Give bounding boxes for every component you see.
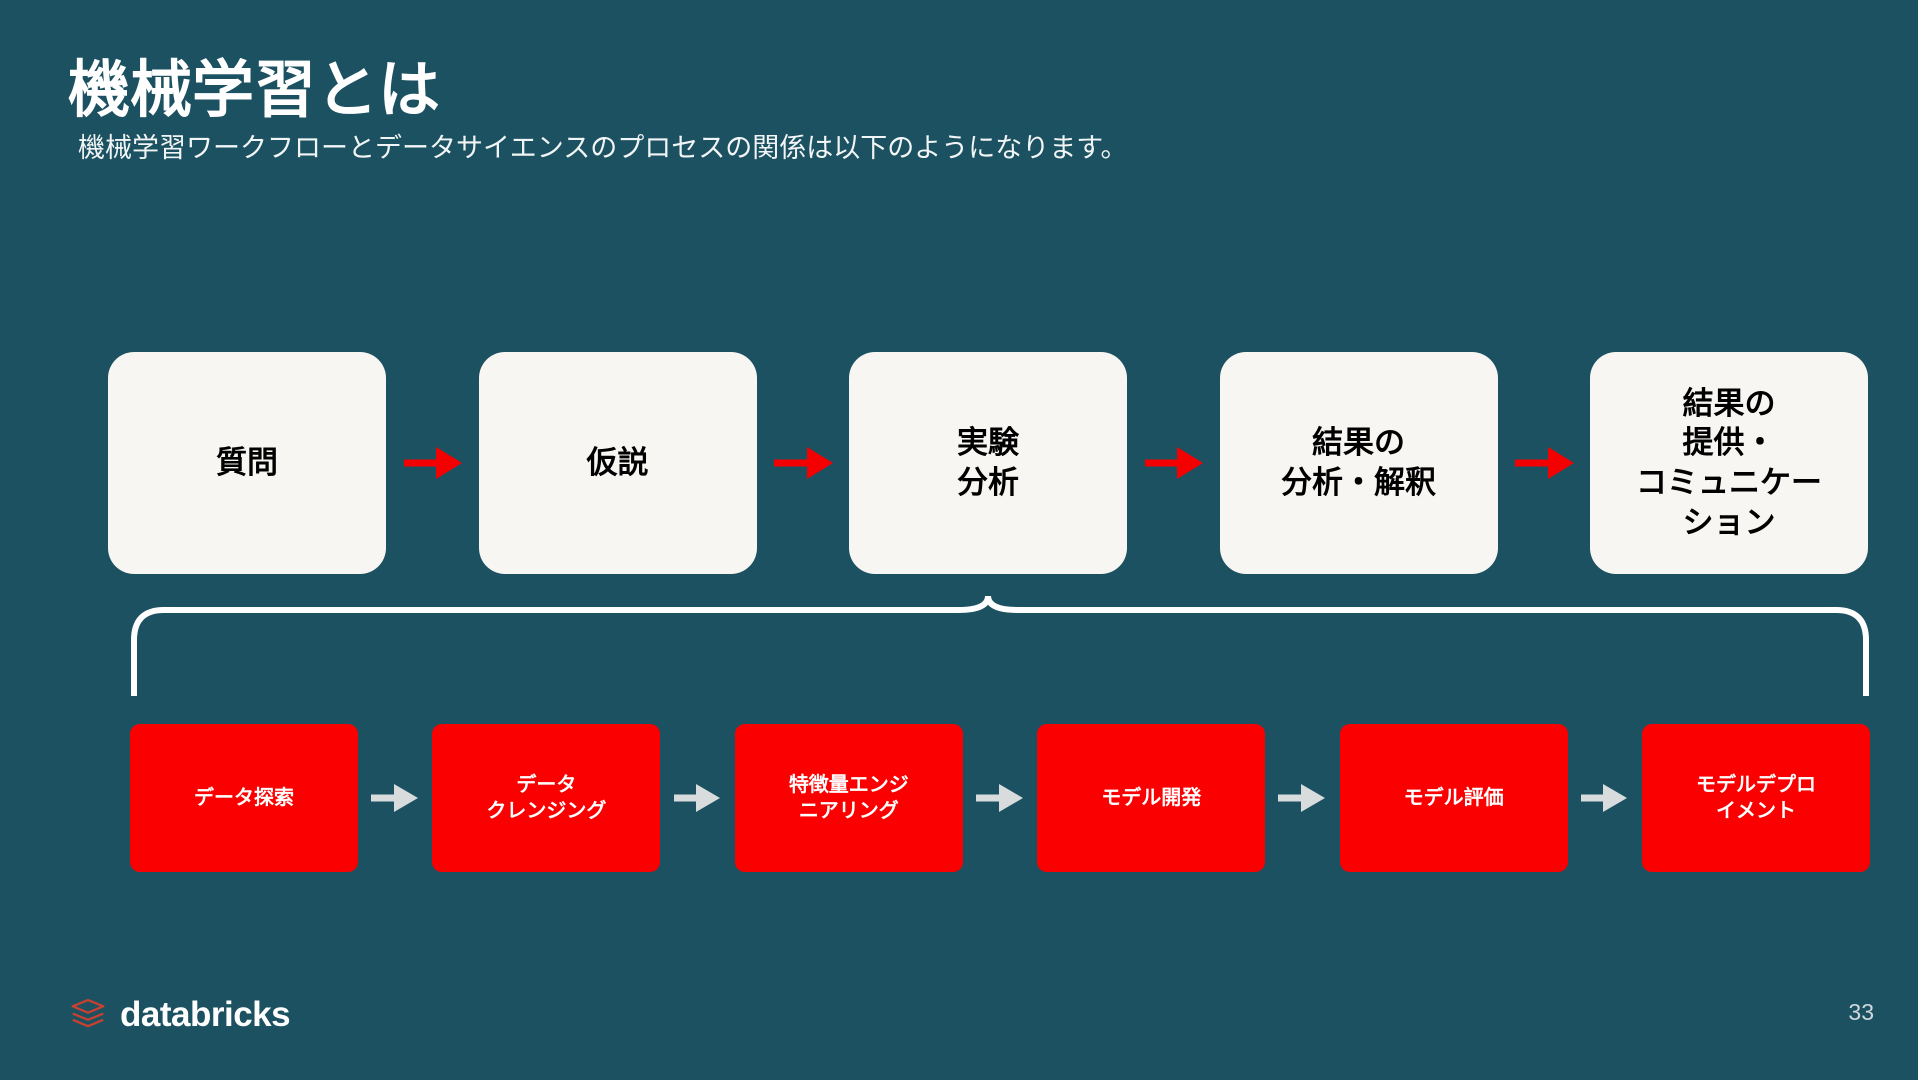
ml-node-label: データ クレンジング — [486, 773, 607, 822]
arrow-head — [1177, 447, 1204, 479]
process-node-result-interpretation[interactable]: 結果の 分析・解釈 — [1219, 352, 1498, 574]
ml-workflow-flow: データ探索 データ クレンジング 特徴量エンジ ニアリング モデル開発 モデル評… — [130, 722, 1871, 874]
curly-brace-icon — [130, 596, 1870, 696]
arrow-shaft — [1144, 459, 1193, 467]
arrow-shaft — [1278, 794, 1316, 802]
arrow-shaft — [976, 794, 1013, 802]
arrow-right-icon — [1129, 447, 1218, 479]
process-node-label: 質問 — [216, 445, 278, 481]
ml-node-label: モデル開発 — [1101, 786, 1202, 809]
arrow-right-icon — [388, 447, 477, 479]
process-node-label: 仮説 — [586, 445, 649, 481]
arrow-shaft — [774, 459, 823, 467]
arrow-head — [1300, 784, 1325, 812]
arrow-right-icon — [1570, 784, 1640, 812]
ml-node-data-exploration[interactable]: データ探索 — [130, 724, 358, 872]
ml-node-label: 特徴量エンジ ニアリング — [788, 773, 909, 822]
arrow-head — [998, 784, 1023, 812]
ml-node-model-development[interactable]: モデル開発 — [1037, 724, 1266, 872]
arrow-head — [393, 784, 418, 812]
process-node-hypothesis[interactable]: 仮説 — [478, 352, 757, 574]
ml-node-feature-engineering[interactable]: 特徴量エンジ ニアリング — [734, 724, 963, 872]
arrow-head — [1603, 784, 1628, 812]
slide-header: 機械学習とは 機械学習ワークフローとデータサイエンスのプロセスの関係は以下のよう… — [68, 58, 1768, 166]
ml-node-label: データ探索 — [194, 786, 294, 809]
ml-node-label: モデル評価 — [1403, 786, 1504, 809]
arrow-right-icon — [1500, 447, 1589, 479]
arrow-shaft — [371, 794, 408, 802]
arrow-shaft — [1515, 459, 1564, 467]
arrow-head — [1547, 447, 1574, 479]
process-node-label: 実験 分析 — [957, 425, 1019, 500]
arrow-right-icon — [662, 784, 732, 812]
databricks-logo-icon — [71, 998, 105, 1028]
arrow-right-icon — [759, 447, 848, 479]
arrow-head — [436, 447, 463, 479]
page-number: 33 — [1848, 999, 1874, 1025]
arrow-head — [696, 784, 721, 812]
process-node-experiment-analysis[interactable]: 実験 分析 — [849, 352, 1127, 574]
arrow-shaft — [1580, 794, 1618, 802]
ml-node-label: モデルデプロ イメント — [1696, 773, 1817, 822]
process-node-communication[interactable]: 結果の 提供・ コミュニケー ション — [1590, 352, 1868, 574]
science-process-flow: 質問 仮説 実験 分析 結果の 分析・解釈 結果の 提供・ コミュニケー ション — [108, 348, 1868, 578]
page-subtitle: 機械学習ワークフローとデータサイエンスのプロセスの関係は以下のようになります。 — [78, 133, 1128, 164]
page-title: 機械学習とは — [68, 56, 441, 125]
process-node-label: 結果の 提供・ コミュニケー ション — [1636, 385, 1822, 540]
process-node-question[interactable]: 質問 — [108, 352, 386, 574]
ml-node-model-evaluation[interactable]: モデル評価 — [1339, 724, 1568, 872]
ml-node-model-deployment[interactable]: モデルデプロ イメント — [1642, 724, 1871, 872]
arrow-right-icon — [965, 784, 1035, 812]
process-node-label: 結果の 分析・解釈 — [1281, 425, 1436, 500]
ml-node-data-cleansing[interactable]: データ クレンジング — [432, 724, 661, 872]
brand-wordmark: databricks — [120, 994, 291, 1034]
arrow-right-icon — [1267, 784, 1337, 812]
arrow-shaft — [403, 459, 452, 467]
arrow-head — [806, 447, 833, 479]
footer-brand: databricks — [70, 994, 291, 1034]
arrow-right-icon — [360, 784, 430, 812]
arrow-shaft — [673, 794, 711, 802]
